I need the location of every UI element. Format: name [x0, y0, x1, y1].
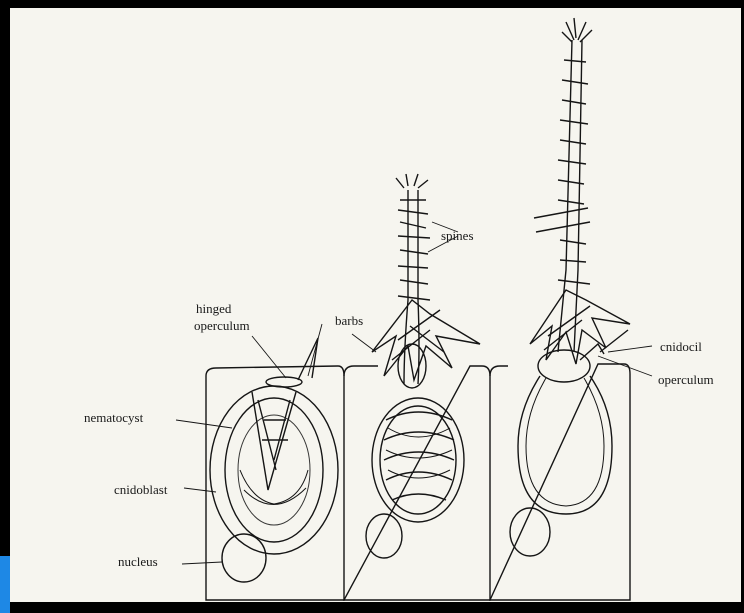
- cnidoblast-cell-1: [206, 338, 344, 600]
- labels: hinged operculum barbs spines nematocyst…: [84, 228, 714, 569]
- nematocyst-leader: [176, 420, 232, 428]
- nucleus-leader: [182, 562, 222, 564]
- operculum-leader: [598, 356, 652, 376]
- label-nucleus: nucleus: [118, 554, 158, 569]
- cnidocil-leader: [608, 346, 652, 352]
- label-hinged: hinged: [196, 301, 232, 316]
- label-operculum-hinged: operculum: [194, 318, 250, 333]
- label-nematocyst: nematocyst: [84, 410, 144, 425]
- cnidoblast-cell-3: [490, 18, 630, 600]
- hinged-operculum-leader: [252, 336, 286, 378]
- label-cnidoblast: cnidoblast: [114, 482, 168, 497]
- label-operculum: operculum: [658, 372, 714, 387]
- label-spines: spines: [441, 228, 474, 243]
- label-barbs: barbs: [335, 313, 363, 328]
- label-cnidocil: cnidocil: [660, 339, 702, 354]
